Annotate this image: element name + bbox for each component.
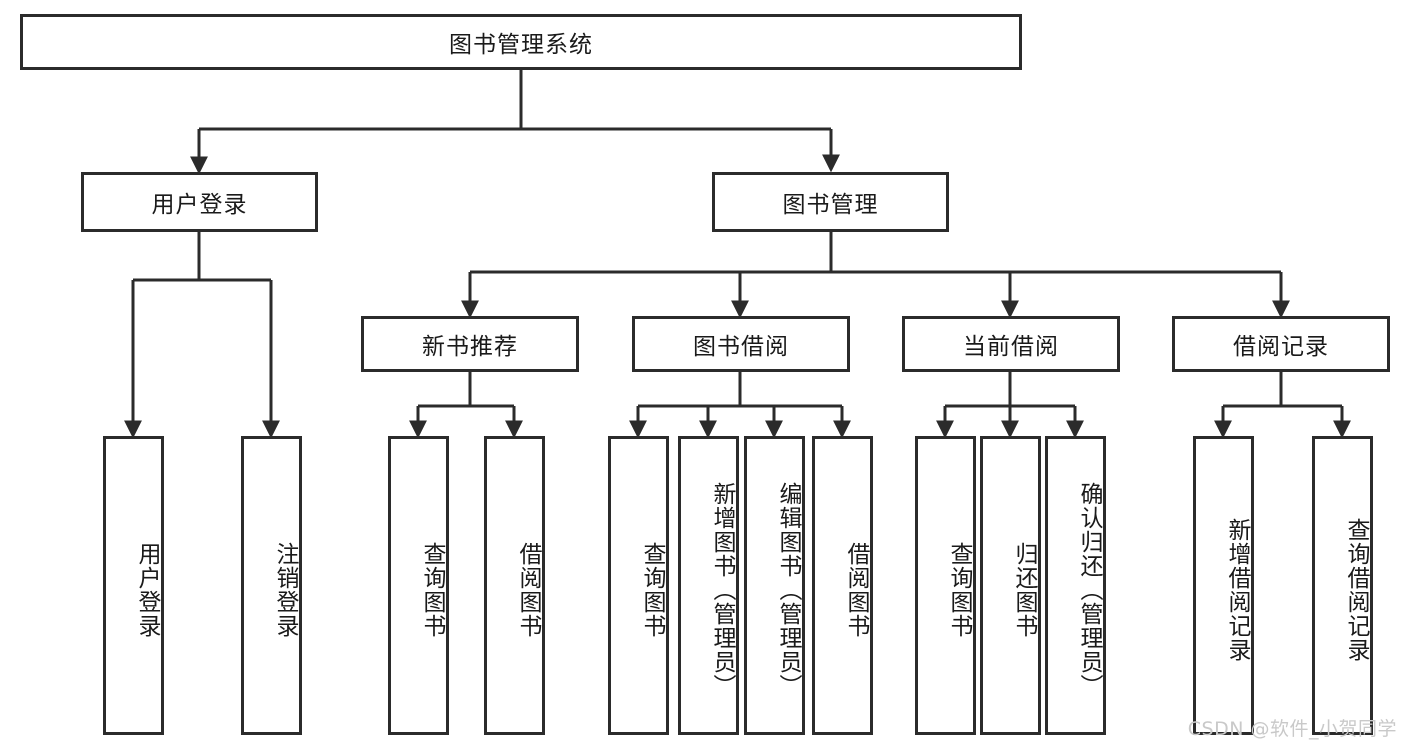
leaf-borrow-query[interactable]: 查询图书 bbox=[608, 436, 669, 735]
leaf-record-add[interactable]: 新增借阅记录 bbox=[1193, 436, 1254, 735]
node-label: 查询图书 bbox=[946, 541, 972, 638]
node-label: 用户登录 bbox=[134, 541, 160, 638]
node-label: 图书管理 bbox=[782, 192, 879, 218]
node-label: 借阅记录 bbox=[1233, 334, 1329, 360]
node-label: 编辑图书（管理员） bbox=[775, 481, 801, 698]
node-label: 查询借阅记录 bbox=[1343, 517, 1369, 662]
leaf-record-query[interactable]: 查询借阅记录 bbox=[1312, 436, 1373, 735]
node-label: 借阅图书 bbox=[843, 541, 869, 638]
node-label: 注销登录 bbox=[272, 541, 298, 638]
node-label: 图书借阅 bbox=[693, 334, 789, 360]
node-label: 确认归还（管理员） bbox=[1076, 481, 1102, 698]
node-book-management[interactable]: 图书管理 bbox=[712, 172, 949, 232]
node-label: 新增图书（管理员） bbox=[709, 481, 735, 698]
leaf-borrow-edit-book-admin[interactable]: 编辑图书（管理员） bbox=[744, 436, 805, 735]
node-label: 查询图书 bbox=[419, 541, 445, 638]
node-root-system[interactable]: 图书管理系统 bbox=[20, 14, 1022, 70]
leaf-user-login-signout[interactable]: 注销登录 bbox=[241, 436, 302, 735]
leaf-current-return-book[interactable]: 归还图书 bbox=[980, 436, 1041, 735]
leaf-current-confirm-return-admin[interactable]: 确认归还（管理员） bbox=[1045, 436, 1106, 735]
leaf-borrow-add-book-admin[interactable]: 新增图书（管理员） bbox=[678, 436, 739, 735]
watermark: CSDN @软件_小贺同学 bbox=[1187, 718, 1397, 740]
leaf-borrow-borrow-book[interactable]: 借阅图书 bbox=[812, 436, 873, 735]
node-label: 新书推荐 bbox=[422, 334, 518, 360]
node-label: 图书管理系统 bbox=[449, 32, 593, 58]
node-current-borrow[interactable]: 当前借阅 bbox=[902, 316, 1120, 372]
node-label: 当前借阅 bbox=[963, 334, 1059, 360]
leaf-new-book-query[interactable]: 查询图书 bbox=[388, 436, 449, 735]
node-borrow-record[interactable]: 借阅记录 bbox=[1172, 316, 1390, 372]
node-book-borrow[interactable]: 图书借阅 bbox=[632, 316, 850, 372]
node-new-book-recommend[interactable]: 新书推荐 bbox=[361, 316, 579, 372]
leaf-new-book-borrow[interactable]: 借阅图书 bbox=[484, 436, 545, 735]
node-label: 借阅图书 bbox=[515, 541, 541, 638]
node-label: 用户登录 bbox=[151, 192, 248, 218]
node-user-login[interactable]: 用户登录 bbox=[81, 172, 318, 232]
node-label: 归还图书 bbox=[1011, 541, 1037, 638]
node-label: 新增借阅记录 bbox=[1224, 517, 1250, 662]
leaf-current-query[interactable]: 查询图书 bbox=[915, 436, 976, 735]
node-label: 查询图书 bbox=[639, 541, 665, 638]
leaf-user-login-signin[interactable]: 用户登录 bbox=[103, 436, 164, 735]
